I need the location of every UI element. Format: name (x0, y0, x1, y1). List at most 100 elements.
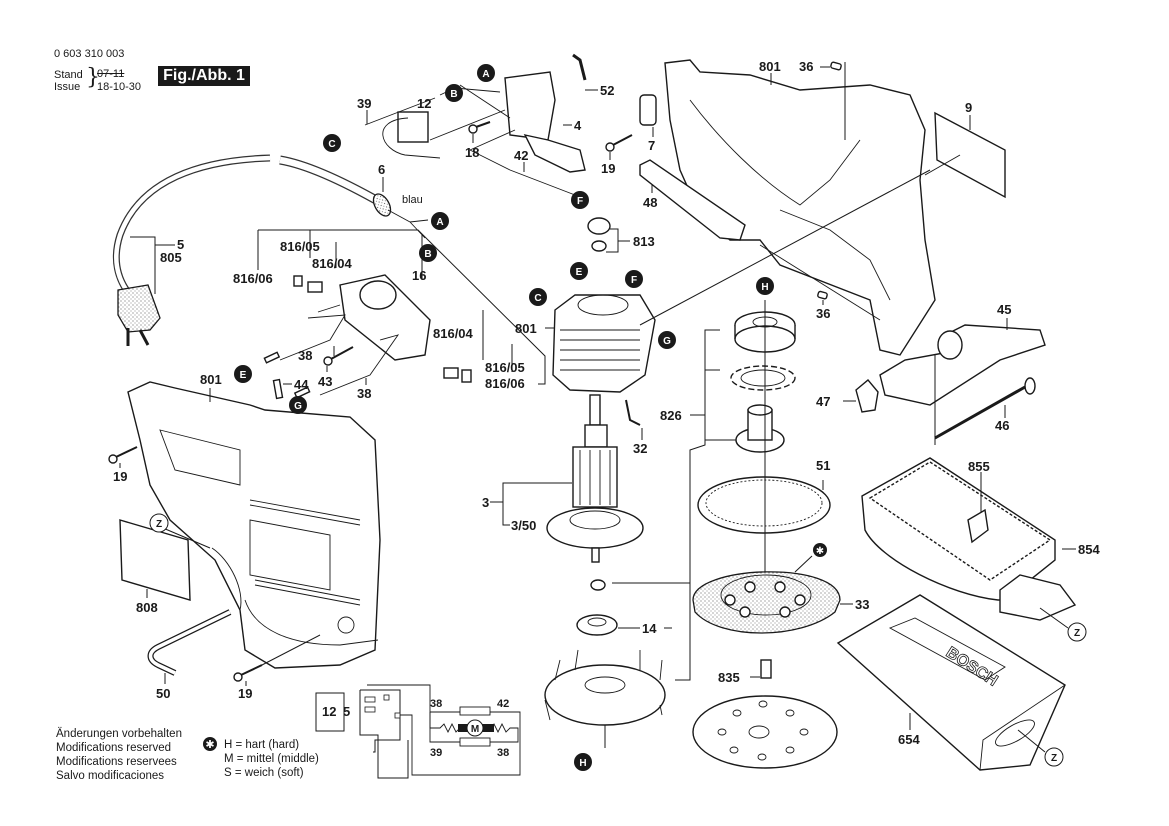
label-43: 43 (318, 374, 332, 389)
label-sticker-9 (934, 111, 1006, 199)
modifications-en: Modifications reserved (56, 742, 172, 754)
capacitor-12 (382, 111, 441, 159)
svg-text:✱: ✱ (816, 546, 824, 557)
svg-text:G: G (294, 401, 302, 412)
wiring-wire-38-bottom: 38 (497, 747, 509, 759)
label-801-coil: 801 (515, 321, 537, 336)
part-number: 0 603 310 003 (54, 48, 125, 60)
seal-ring-51 (697, 476, 831, 534)
bearing-813 (587, 217, 611, 252)
label-14: 14 (642, 621, 657, 636)
connector-marker-b-switch: B (445, 84, 463, 102)
carbon-brush-left (293, 275, 323, 293)
label-33: 33 (855, 597, 869, 612)
svg-text:C: C (328, 139, 335, 150)
label-826: 826 (660, 408, 682, 423)
label-44: 44 (294, 377, 309, 392)
svg-text:Z: Z (1051, 753, 1057, 764)
clip-7 (639, 94, 657, 126)
label-19-body: 19 (113, 469, 127, 484)
type-plate-808 (119, 519, 191, 601)
motor-symbol: M (471, 724, 479, 735)
label-16: 16 (412, 268, 426, 283)
label-32: 32 (633, 441, 647, 456)
connector-marker-g-coil: G (658, 331, 676, 349)
label-7: 7 (648, 138, 655, 153)
connector-marker-h-fan: H (574, 753, 592, 771)
power-cord (112, 154, 429, 298)
hardness-soft: S = weich (soft) (224, 767, 304, 779)
svg-text:B: B (450, 89, 457, 100)
bearing-14 (576, 614, 618, 636)
label-9: 9 (965, 100, 972, 115)
filter-clip-855 (967, 508, 989, 544)
label-19-bottom: 19 (238, 686, 252, 701)
stand-value: 07-11 (97, 68, 125, 80)
connector-marker-c-coil: C (529, 288, 547, 306)
svg-text:F: F (577, 196, 583, 207)
connector-marker-h-bearing: H (756, 277, 774, 295)
figure-label: Fig./Abb. 1 (158, 66, 250, 86)
label-19-top: 19 (601, 161, 615, 176)
svg-text:E: E (576, 267, 583, 278)
svg-text:Z: Z (156, 519, 162, 530)
wing-knob-47 (855, 379, 879, 413)
dust-box-854 (861, 457, 1077, 621)
svg-text:F: F (631, 275, 637, 286)
label-52: 52 (600, 83, 614, 98)
label-835: 835 (718, 670, 740, 685)
connector-marker-e-brush: E (234, 365, 252, 383)
wiring-label-5: 5 (343, 704, 350, 719)
svg-text:A: A (482, 69, 489, 80)
label-5: 5 (177, 237, 184, 252)
carbon-brush-right (443, 367, 472, 383)
svg-text:E: E (240, 370, 247, 381)
label-808: 808 (136, 600, 158, 615)
label-854: 854 (1078, 542, 1100, 557)
issue-label: Issue (54, 81, 81, 93)
auxiliary-handle-45 (879, 324, 1046, 406)
label-50: 50 (156, 686, 170, 701)
label-816-04-right: 816/04 (433, 326, 474, 341)
dust-bag-654 (836, 594, 1066, 771)
hex-key-50 (147, 609, 232, 676)
wiring-wire-38-top: 38 (430, 698, 442, 710)
lock-ring (730, 365, 796, 391)
screw-18 (468, 121, 491, 134)
label-654: 654 (898, 732, 920, 747)
washer (590, 579, 606, 591)
stand-label: Stand (54, 69, 83, 81)
hardness-hard: H = hart (hard) (224, 739, 300, 751)
connector-marker-b-cord: B (419, 244, 437, 262)
hardness-star-icon: ✱ (203, 737, 217, 751)
label-45: 45 (997, 302, 1011, 317)
hardness-middle: M = mittel (middle) (224, 753, 319, 765)
svg-text:G: G (663, 336, 671, 347)
detail-marker-z-box: Z (1067, 622, 1087, 642)
label-801-top: 801 (759, 59, 781, 74)
eccentric-hub (735, 404, 785, 453)
wiring-label-12: 12 (322, 704, 336, 719)
label-805: 805 (160, 250, 182, 265)
svg-text:H: H (579, 758, 586, 769)
wiring-wire-42: 42 (497, 698, 509, 710)
label-38-left: 38 (298, 348, 312, 363)
modifications-es: Salvo modificaciones (56, 770, 165, 782)
svg-text:H: H (761, 282, 768, 293)
label-51: 51 (816, 458, 830, 473)
sanding-disc (692, 695, 838, 769)
label-816-04-top: 816/04 (312, 256, 353, 271)
connector-marker-e-coil: E (570, 262, 588, 280)
label-36-mid: 36 (816, 306, 830, 321)
bolt-46 (934, 377, 1036, 440)
label-18: 18 (465, 145, 479, 160)
label-801-body: 801 (200, 372, 222, 387)
label-46: 46 (995, 418, 1009, 433)
modifications-de: Änderungen vorbehalten (56, 728, 182, 740)
svg-text:Z: Z (1074, 628, 1080, 639)
label-3: 3 (482, 495, 489, 510)
label-4: 4 (574, 118, 582, 133)
label-36-top: 36 (799, 59, 813, 74)
